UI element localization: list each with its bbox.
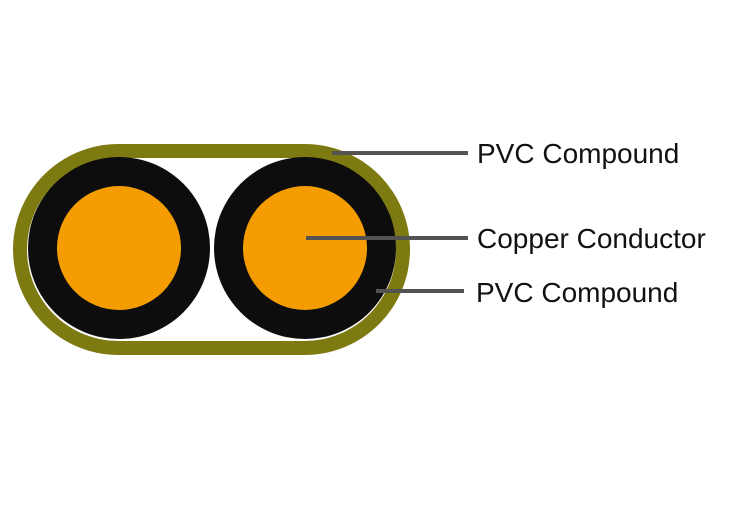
right-conductor-shape [243,186,367,310]
label-conductor: Copper Conductor [477,223,706,254]
left-conductor-shape [57,186,181,310]
label-sheath: PVC Compound [477,138,679,169]
label-insulation: PVC Compound [476,277,678,308]
